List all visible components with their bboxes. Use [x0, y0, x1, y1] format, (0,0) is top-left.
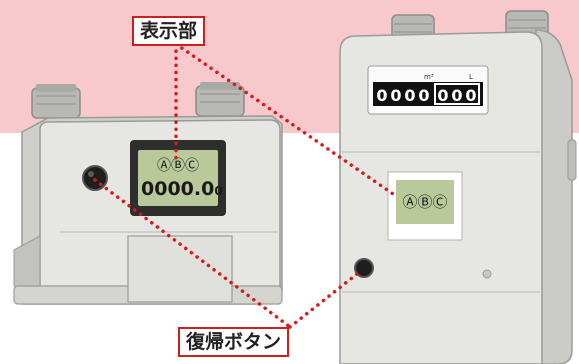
counter-digit: 0 [437, 86, 448, 105]
left-meter-reading-suffix: 0 [214, 184, 222, 198]
left-gas-meter: ⒶⒷⒸ 0000.00 [13, 82, 283, 305]
left-meter-reading: 0000.0 [141, 178, 214, 200]
right-meter-lcd [396, 180, 454, 224]
left-meter-reset-button[interactable] [82, 165, 108, 191]
left-meter-pipe-right [195, 85, 245, 117]
left-meter-indicators: ⒶⒷⒸ [157, 158, 199, 174]
svg-text:0000.00: 0000.00 [141, 178, 223, 200]
counter-digit: 0 [390, 86, 401, 105]
display-area-label: 表示部 [132, 16, 206, 46]
left-meter-pipe-left [31, 87, 81, 119]
right-meter-screw [482, 269, 492, 279]
right-meter-unit-l: L [469, 73, 473, 81]
leader-display-to-right-lcd [174, 42, 398, 198]
counter-digit: 0 [451, 86, 462, 105]
right-meter-unit-m3: m³ [424, 73, 434, 81]
left-meter-lcd [138, 150, 218, 206]
leader-lines [93, 42, 398, 329]
leader-reset-to-right-button [288, 268, 364, 329]
counter-digit: 0 [418, 86, 429, 105]
leader-reset-to-left-button [93, 178, 292, 329]
counter-digit: 0 [404, 86, 415, 105]
right-meter-indicators: ⒶⒷⒸ [402, 193, 447, 211]
counter-digit: 0 [465, 86, 476, 105]
reset-button-label: 復帰ボタン [178, 327, 290, 357]
counter-digit: 0 [376, 86, 387, 105]
right-meter-reset-button[interactable] [354, 258, 374, 278]
